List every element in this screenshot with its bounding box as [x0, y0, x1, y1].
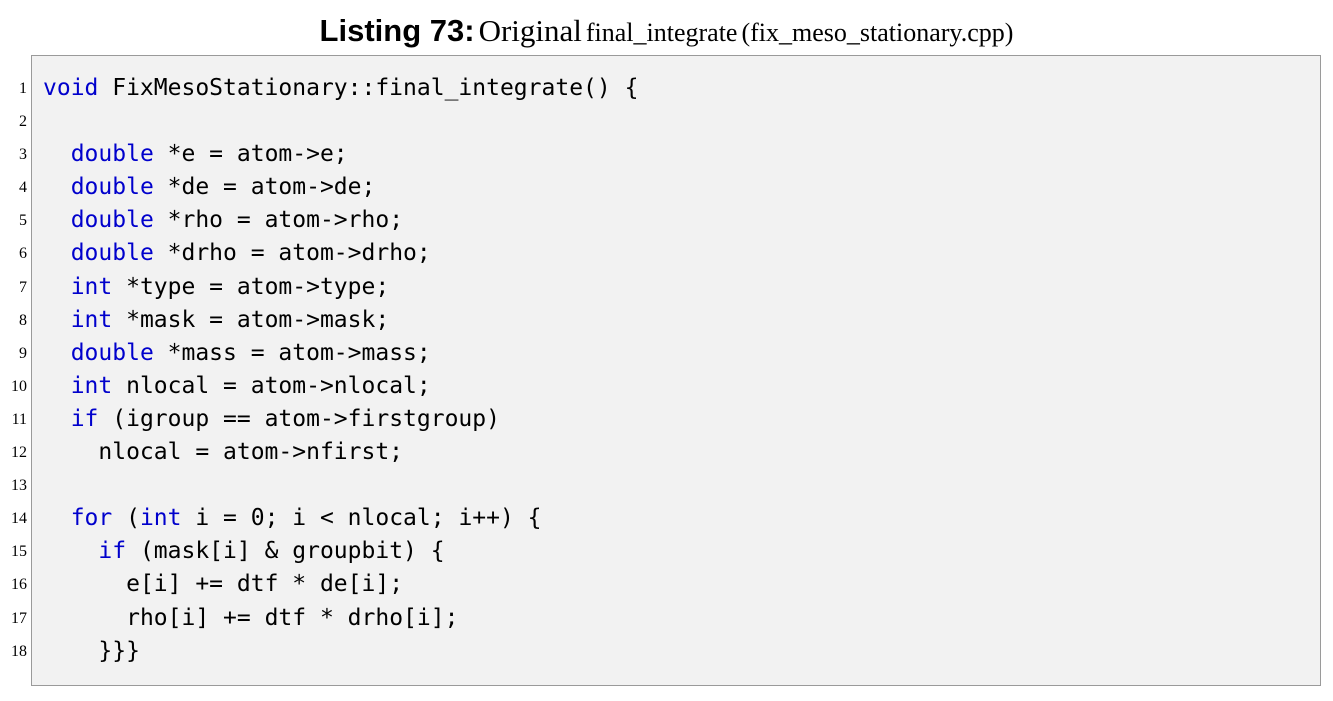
code-token: nlocal = atom->nfirst; — [98, 439, 404, 466]
line-indent — [43, 373, 71, 399]
line-number: 8 — [19, 311, 27, 329]
code-token: *e = atom->e; — [153, 141, 348, 168]
line-indent — [43, 406, 71, 432]
code-token: (igroup == atom->firstgroup) — [98, 405, 500, 432]
line-number: 18 — [11, 642, 27, 660]
line-number: 4 — [19, 179, 27, 197]
line-indent — [43, 439, 98, 465]
line-indent — [43, 571, 126, 597]
line-number: 13 — [11, 477, 27, 495]
line-code: if (mask[i] & groupbit) { — [43, 535, 445, 568]
line-code: int nlocal = atom->nlocal; — [43, 370, 431, 403]
code-token: (mask[i] & groupbit) { — [126, 538, 445, 565]
code-keyword: void — [43, 75, 99, 101]
line-indent — [43, 174, 71, 200]
code-keyword: double — [70, 174, 154, 201]
line-number: 2 — [19, 113, 27, 131]
line-indent — [43, 505, 71, 531]
code-token: FixMesoStationary::final_integrate() { — [98, 75, 639, 101]
code-keyword: for — [70, 505, 113, 532]
caption-file: (fix_meso_stationary.cpp) — [741, 18, 1014, 47]
line-code: int *mask = atom->mask; — [43, 304, 390, 337]
code-keyword: double — [70, 141, 154, 168]
code-keyword: double — [70, 207, 154, 234]
line-number: 7 — [19, 278, 27, 296]
line-number: 1 — [19, 80, 27, 97]
line-code: rho[i] += dtf * drho[i]; — [43, 602, 458, 635]
caption-function-name: final_integrate — [585, 18, 738, 47]
line-code: int *type = atom->type; — [43, 271, 390, 304]
code-token: *mass = atom->mass; — [153, 339, 431, 366]
code-keyword: int — [139, 505, 182, 532]
code-token: nlocal = atom->nlocal; — [112, 372, 431, 399]
code-keyword: if — [70, 405, 99, 432]
line-indent — [43, 141, 71, 167]
code-token: rho[i] += dtf * drho[i]; — [126, 604, 459, 631]
line-code: double *de = atom->de; — [43, 171, 376, 204]
code-token: *drho = atom->drho; — [153, 240, 431, 267]
line-number: 11 — [11, 410, 27, 428]
line-indent — [43, 307, 71, 333]
line-code: double *e = atom->e; — [43, 138, 348, 171]
line-code: e[i] += dtf * de[i]; — [43, 568, 403, 601]
line-indent — [43, 538, 98, 564]
line-number: 15 — [11, 543, 27, 561]
listing-caption: Listing 73: Original final_integrate (fi… — [0, 10, 1333, 52]
line-code: double *drho = atom->drho; — [43, 237, 431, 270]
code-keyword: int — [70, 372, 113, 399]
line-indent — [43, 207, 71, 233]
code-token: *mask = atom->mask; — [112, 306, 390, 333]
line-indent — [43, 274, 71, 300]
code-keyword: if — [98, 538, 127, 565]
code-keyword: int — [70, 273, 113, 300]
caption-label: Listing 73: — [319, 13, 475, 48]
line-number: 6 — [19, 245, 27, 263]
line-number: 14 — [11, 510, 27, 528]
line-number: 10 — [11, 377, 27, 395]
line-code: for (int i = 0; i < nlocal; i++) { — [43, 502, 542, 535]
code-keyword: int — [70, 306, 113, 333]
code-token: e[i] += dtf * de[i]; — [126, 571, 404, 598]
caption-word: Original — [478, 13, 582, 48]
line-code: }}} — [43, 635, 140, 668]
line-number: 17 — [11, 609, 27, 627]
code-token: *de = atom->de; — [153, 174, 376, 201]
code-token: ( — [112, 505, 140, 532]
line-number: 9 — [19, 344, 27, 362]
line-code: if (igroup == atom->firstgroup) — [43, 403, 500, 436]
code-token: i = 0; i < nlocal; i++) { — [181, 505, 542, 532]
line-code: double *rho = atom->rho; — [43, 204, 403, 237]
line-number: 5 — [19, 212, 27, 230]
line-number: 12 — [11, 444, 27, 462]
line-number: 16 — [11, 576, 27, 594]
code-token: *rho = atom->rho; — [153, 207, 404, 234]
code-listing: 1 void FixMesoStationary::final_integrate… — [11, 55, 1321, 686]
line-indent — [43, 638, 98, 664]
line-indent — [43, 340, 71, 366]
code-token: *type = atom->type; — [112, 273, 390, 300]
code-token: }}} — [98, 637, 140, 664]
line-indent — [43, 240, 71, 266]
line-code: nlocal = atom->nfirst; — [43, 436, 403, 469]
code-keyword: double — [70, 339, 154, 366]
line-code: double *mass = atom->mass; — [43, 337, 431, 370]
line-code: void FixMesoStationary::final_integrate(… — [43, 72, 638, 105]
line-number: 3 — [19, 146, 27, 164]
code-keyword: double — [70, 240, 154, 267]
line-indent — [43, 605, 126, 631]
